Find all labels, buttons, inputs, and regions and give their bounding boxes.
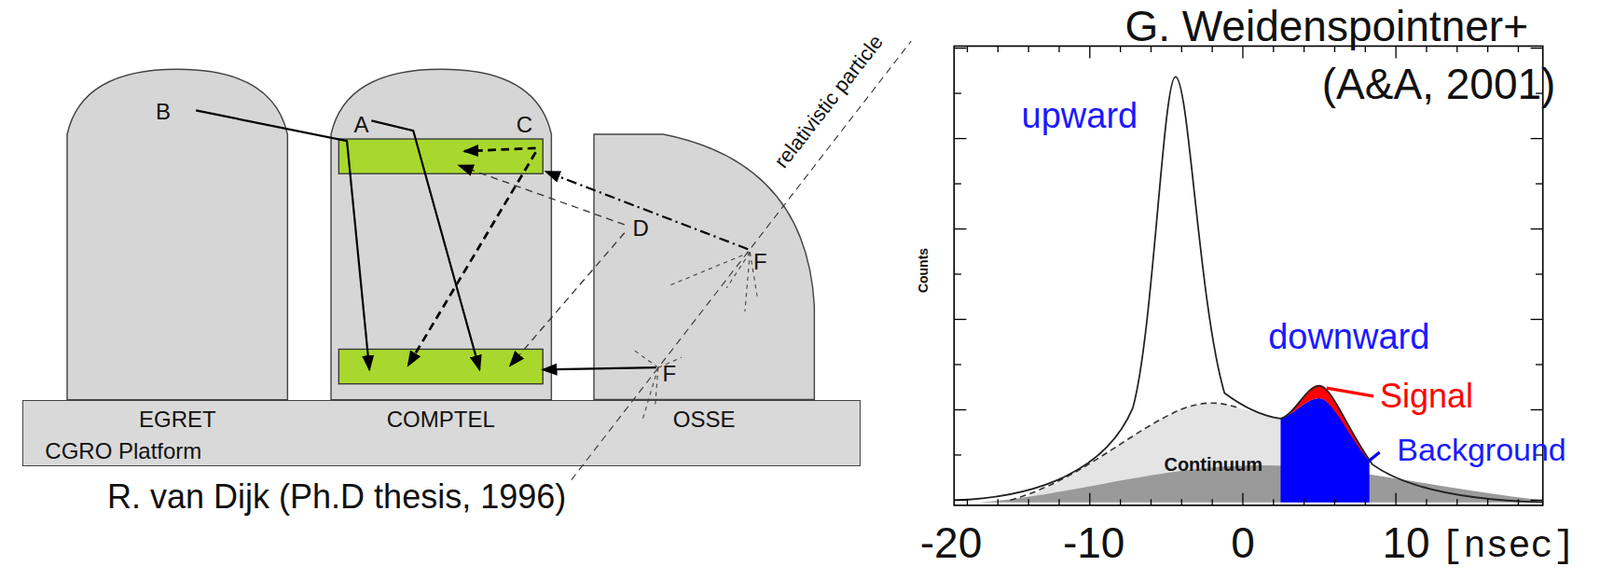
source-note: (A&A, 2001): [1322, 62, 1557, 106]
tick-label: -20: [920, 521, 982, 565]
point-label: D: [633, 217, 649, 240]
background-window: [1280, 398, 1369, 503]
track-label: relativistic particle: [771, 31, 887, 172]
leader-line: [1326, 387, 1374, 397]
axis-unit: [nsec]: [1440, 528, 1575, 566]
point-label: F: [753, 250, 768, 274]
peak-label: downward: [1268, 318, 1430, 355]
region-label: Continuum: [1163, 455, 1263, 474]
instrument-label: OSSE: [673, 408, 736, 431]
instrument-housing: EGRET: [67, 67, 288, 400]
point-label: B: [155, 100, 171, 124]
point-label: A: [353, 113, 369, 137]
tick-label: -10: [1062, 521, 1125, 565]
housing-outline: [593, 134, 814, 400]
point-label: C: [516, 113, 533, 137]
peak-label: upward: [1021, 97, 1139, 134]
region-label: Background: [1396, 433, 1566, 466]
platform-label: CGRO Platform: [44, 440, 202, 463]
tick-label: 10: [1381, 521, 1430, 565]
instrument-label: COMPTEL: [386, 408, 496, 431]
instrument-label: EGRET: [138, 408, 217, 431]
source-note: G. Weidenspointner+: [1124, 4, 1529, 48]
tick-label: 0: [1230, 521, 1256, 565]
source-note: R. van Dijk (Ph.D thesis, 1996): [107, 480, 566, 514]
photon-path: [464, 148, 537, 152]
axis-title: Counts: [916, 248, 930, 293]
detector-layer: [338, 138, 543, 174]
housing-outline: [67, 67, 288, 400]
point-label: F: [662, 362, 677, 386]
leader-line: [1363, 452, 1380, 466]
region-label: Signal: [1379, 379, 1474, 414]
signal-region: [1280, 385, 1369, 462]
instrument-housing: OSSE: [593, 134, 814, 400]
